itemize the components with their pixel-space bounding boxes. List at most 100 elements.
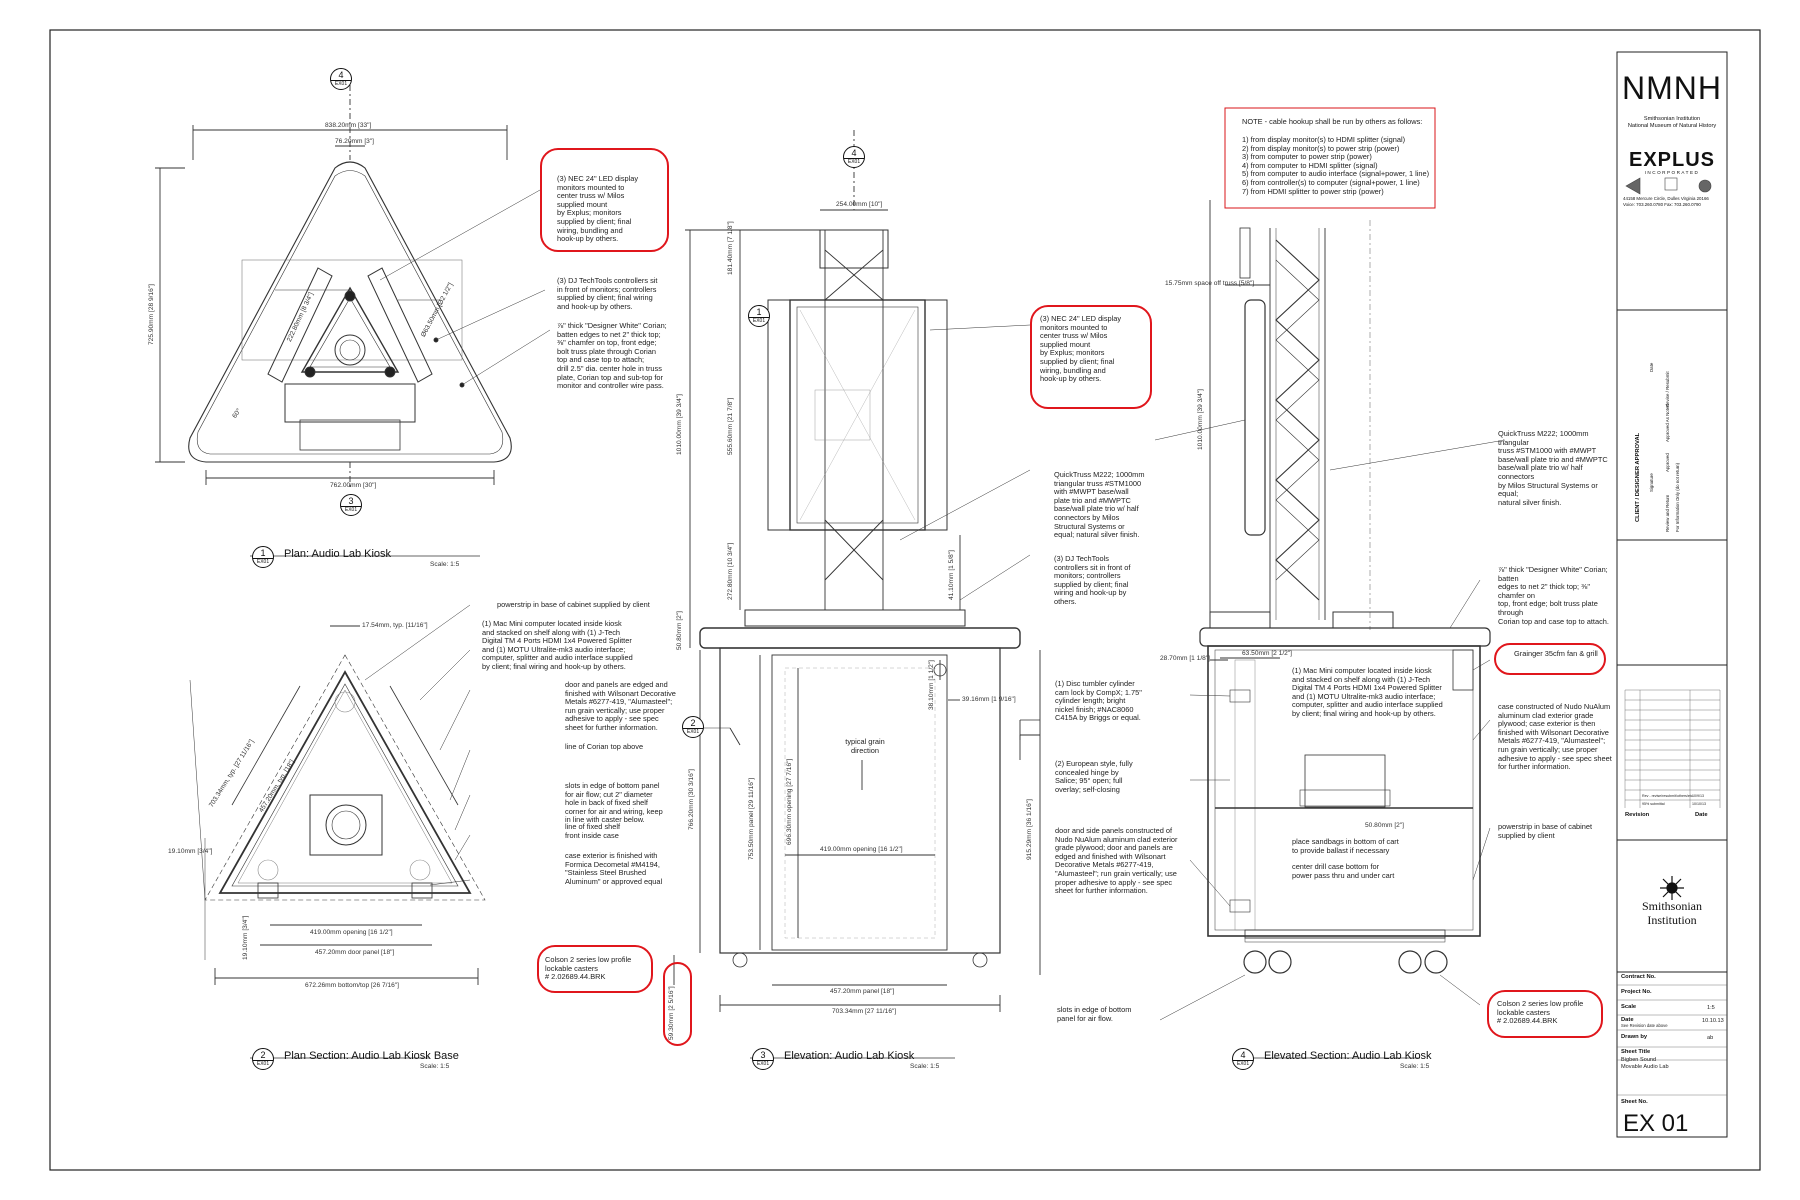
approval-option-noted[interactable]: Approved As Noted [1665,404,1670,442]
dim-truss-width: 254.00mm [10"] [836,201,883,208]
dim-panel-height: 753.50mm panel [29 11/16"] [748,777,755,860]
elevation-drawing [673,130,1041,1059]
note-powerstrip: powerstrip in base of cabinet supplied b… [497,600,650,609]
project-label: Project No. [1621,989,1652,995]
view-3-scale: Scale: 1:5 [910,1063,940,1070]
note-controllers-plan: (3) DJ TechTools controllers sit in fron… [557,276,658,311]
note-controllers-elev: (3) DJ TechTools controllers sit in fron… [1054,554,1131,606]
view-2-title: Plan Section: Audio Lab Kiosk Base [284,1050,459,1062]
revision-cloud-fan [1494,643,1606,675]
drawn-value: ab [1707,1035,1714,1041]
marker-sheet: EX01 [749,317,769,324]
title-block: NMNH Smithsonian Institution National Mu… [1617,52,1727,1137]
dim-opening-height: 696.30mm opening [27 7/16"] [786,758,793,845]
note-air-slots-section: slots in edge of bottom panel for air fl… [1057,1005,1132,1023]
dim-opening: 419.00mm opening [16 1/2"] [310,929,393,936]
view-1-title: Plan: Audio Lab Kiosk [284,548,392,560]
view-sheet: EX01 [1233,1060,1253,1067]
note-fixed-shelf: line of fixed shelf front inside case [565,822,621,840]
approval-option-review[interactable]: Review and Return [1665,494,1670,532]
view-sheet: EX01 [753,1060,773,1067]
view-1-scale: Scale: 1:5 [430,561,460,568]
note-air-slots: slots in edge of bottom panel for air fl… [565,781,663,825]
marker-number: 4 [851,148,857,158]
title-block-frame [1616,51,1728,1138]
revision-date-label: Date [1695,812,1708,818]
view-sheet: EX01 [253,1060,273,1067]
sheet-title-line-2: Movable Audio Lab [1621,1064,1669,1070]
revision-row-2-text: 95% submittal [1642,802,1665,806]
view-number: 1 [260,548,266,558]
dim-side-panel: 28.70mm [1 1/8"] [1160,655,1210,662]
view-4-scale: Scale: 1:5 [1400,1063,1430,1070]
cable-note-box [1224,107,1436,209]
scale-label: Scale [1621,1004,1637,1010]
dim-section-truss: 1010.00mm [39 3/4"] [1197,389,1204,450]
marker-sheet: EX01 [844,158,864,165]
dim-lock-side: 39.16mm [1 9/16"] [962,696,1016,703]
revision-cloud-caster-dim [663,962,692,1046]
view-number: 3 [760,1050,766,1060]
dim-shelf: 50.80mm [2"] [1365,822,1404,829]
revision-cloud-casters-plan [537,945,653,993]
dim-opening-width: 419.00mm opening [16 1/2"] [820,846,903,853]
dim-width: 838.20mm [33"] [325,122,372,129]
view-4-title: Elevated Section: Audio Lab Kiosk [1264,1050,1432,1062]
approval-option-approved[interactable]: Approved [1665,453,1670,472]
note-hinge: (2) European style, fully concealed hing… [1055,759,1133,794]
elevated-section-drawing [1019,200,1506,1059]
approval-option-info[interactable]: For Information Only (do not return) [1675,462,1680,532]
dim-panel-width: 457.20mm panel [18"] [830,988,895,995]
marker-number: 2 [690,718,696,728]
note-grain: typical grain direction [845,737,885,755]
dim-total-height: 915.29mm [36 1/16"] [1026,799,1033,860]
dim-bottom-top: 672.26mm bottom/top [26 7/16"] [305,982,399,989]
dim-door-panel: 457.20mm door panel [18"] [315,949,395,956]
date-value: 10.10.13 [1702,1018,1724,1024]
view-number: 4 [1240,1050,1246,1060]
revision-row-2-date: 10/10/13 [1692,802,1706,806]
explus-logo: EXPLUS [1628,149,1716,171]
sheet-number-label: Sheet No. [1621,1099,1648,1105]
plan-section-drawing [189,604,486,1059]
note-case-construction: case constructed of Nudo NuAlum aluminum… [1498,702,1612,772]
dim-depth: 725.90mm [28 9/16"] [148,284,155,345]
note-exterior: case exterior is finished with Formica D… [565,851,663,886]
dim-lock-offset: 38.10mm [1 1/2"] [928,660,935,710]
smithsonian-sun-icon [1660,876,1684,900]
plan-view-drawing [155,85,551,557]
revision-row-1-text: Rev - revise/resubmit/others/etc [1642,794,1693,798]
revision-label: Revision [1625,812,1650,818]
note-cable-list: 1) from display monitor(s) to HDMI split… [1242,135,1430,196]
note-cam-lock: (1) Disc tumbler cylinder cam lock by Co… [1055,679,1142,723]
view-3-title: Elevation: Audio Lab Kiosk [784,1050,915,1062]
dim-thickness-b: 19.10mm [3/4"] [242,915,249,961]
note-cable-heading: NOTE - cable hookup shall be run by othe… [1242,117,1423,126]
marker-sheet: EX01 [683,728,703,735]
note-sandbags: place sandbags in bottom of cart to prov… [1292,837,1399,855]
view-number: 2 [260,1050,266,1060]
dim-bottom-width: 762.00mm [30"] [330,482,377,489]
approval-option-revise[interactable]: Revise / Resubmit [1665,371,1670,407]
revision-grid [1617,689,1727,1096]
note-corian-line: line of Corian top above [565,742,644,751]
contract-label: Contract No. [1621,974,1656,980]
org-line-1: Smithsonian Institution [1643,116,1701,122]
approval-heading: CLIENT / DESIGNER APPROVAL [1635,432,1641,522]
note-center-drill: center drill case bottom for power pass … [1292,862,1395,880]
org-line-2: National Museum of Natural History [1627,123,1717,129]
revision-row-1-date: 10/9/13 [1692,794,1704,798]
note-powerstrip-section: powerstrip in base of cabinet supplied b… [1498,822,1593,840]
dim-thickness-a: 19.10mm [3/4"] [168,848,213,855]
dim-overall-width: 703.34mm [27 11/16"] [832,1008,897,1015]
scale-value: 1:5 [1707,1005,1715,1011]
sheet-border [49,29,1761,1171]
